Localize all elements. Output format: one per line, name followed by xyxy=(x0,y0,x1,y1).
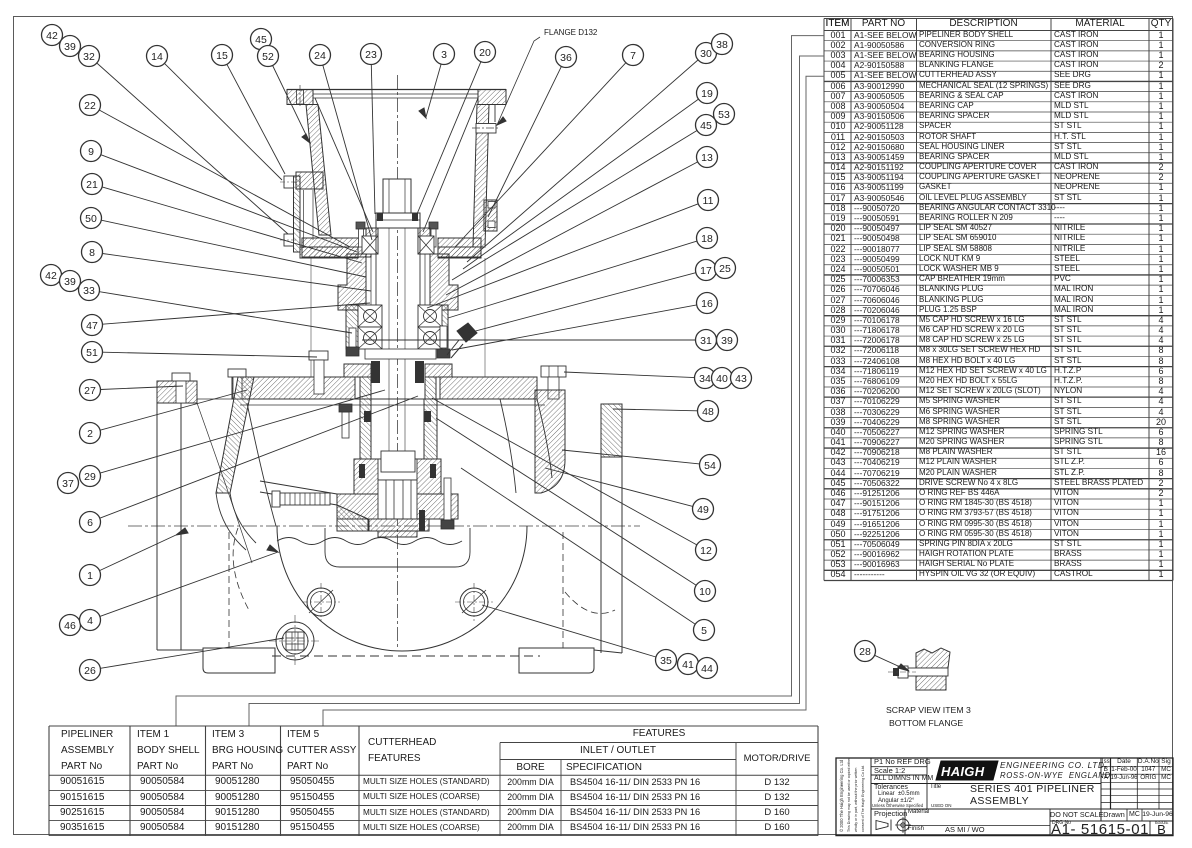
svg-text:29: 29 xyxy=(84,471,96,483)
svg-text:52: 52 xyxy=(262,51,274,63)
svg-text:21: 21 xyxy=(86,179,98,191)
svg-text:25: 25 xyxy=(719,263,731,275)
svg-text:39: 39 xyxy=(64,276,76,288)
svg-text:45: 45 xyxy=(255,34,267,46)
svg-text:40: 40 xyxy=(716,373,728,385)
svg-text:15: 15 xyxy=(216,50,228,62)
svg-text:43: 43 xyxy=(735,373,747,385)
svg-text:44: 44 xyxy=(701,663,713,675)
svg-text:11: 11 xyxy=(703,195,714,207)
svg-text:36: 36 xyxy=(560,52,572,64)
svg-text:8: 8 xyxy=(89,247,95,259)
svg-text:34: 34 xyxy=(699,373,711,385)
svg-text:51: 51 xyxy=(86,347,98,359)
svg-text:48: 48 xyxy=(702,406,714,418)
svg-text:1: 1 xyxy=(87,570,93,582)
svg-text:20: 20 xyxy=(479,47,491,59)
svg-text:32: 32 xyxy=(83,51,95,63)
svg-text:2: 2 xyxy=(87,428,93,440)
svg-text:50: 50 xyxy=(85,213,97,225)
svg-text:10: 10 xyxy=(699,586,711,598)
svg-text:19: 19 xyxy=(701,88,713,100)
svg-text:54: 54 xyxy=(704,460,716,472)
svg-text:39: 39 xyxy=(721,335,733,347)
svg-text:41: 41 xyxy=(682,659,694,671)
svg-text:28: 28 xyxy=(859,646,871,658)
svg-text:42: 42 xyxy=(45,270,57,282)
svg-text:6: 6 xyxy=(87,517,93,529)
svg-text:26: 26 xyxy=(84,665,96,677)
svg-text:14: 14 xyxy=(151,51,163,63)
svg-text:37: 37 xyxy=(62,478,74,490)
svg-text:12: 12 xyxy=(700,545,712,557)
svg-text:24: 24 xyxy=(314,50,326,62)
svg-text:4: 4 xyxy=(87,615,93,627)
svg-text:30: 30 xyxy=(700,48,712,60)
svg-text:42: 42 xyxy=(46,30,58,42)
svg-text:18: 18 xyxy=(701,233,713,245)
svg-text:35: 35 xyxy=(660,655,672,667)
svg-text:13: 13 xyxy=(701,152,713,164)
svg-text:16: 16 xyxy=(701,298,713,310)
svg-text:9: 9 xyxy=(88,146,94,158)
svg-text:5: 5 xyxy=(701,625,707,637)
svg-text:46: 46 xyxy=(64,620,76,632)
svg-text:17: 17 xyxy=(700,265,712,277)
svg-text:31: 31 xyxy=(700,335,712,347)
svg-text:49: 49 xyxy=(697,504,709,516)
svg-text:3: 3 xyxy=(441,49,447,61)
svg-text:45: 45 xyxy=(700,120,712,132)
svg-text:53: 53 xyxy=(718,109,730,121)
svg-text:22: 22 xyxy=(84,100,96,112)
svg-text:23: 23 xyxy=(365,49,377,61)
svg-text:38: 38 xyxy=(716,39,728,51)
svg-text:33: 33 xyxy=(83,285,95,297)
svg-text:47: 47 xyxy=(86,320,98,332)
svg-text:27: 27 xyxy=(84,385,96,397)
svg-text:7: 7 xyxy=(630,50,636,62)
svg-text:39: 39 xyxy=(64,41,76,53)
